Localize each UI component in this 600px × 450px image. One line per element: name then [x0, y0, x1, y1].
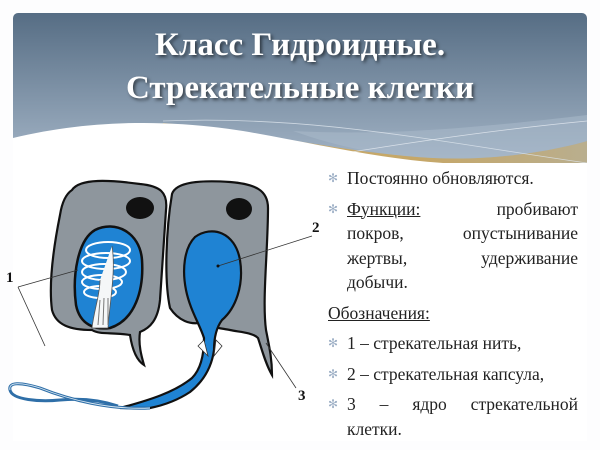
label-3: 3 [298, 388, 306, 404]
bullet-star-icon: ✻ [328, 171, 339, 185]
legend-word: стрекательной [470, 394, 578, 414]
slide-body-text: ✻ Постоянно обновляются. ✻ Функции: проб… [328, 166, 578, 447]
functions-text-1: пробивают [496, 198, 578, 219]
legend-word: – [379, 394, 389, 414]
bullet-star-icon: ✻ [328, 201, 339, 216]
functions-line-4: добычи. [347, 272, 408, 292]
bullet-text: Постоянно обновляются. [347, 168, 534, 188]
functions-line-3: жертвы, удерживание [347, 246, 578, 271]
page-title: Класс Гидроидные. Стрекательные клетки [13, 24, 587, 110]
legend-item-1: ✻ 1 – стрекательная нить, [328, 331, 578, 356]
functions-word: опустынивание [462, 223, 578, 243]
functions-line-2: покров, опустынивание [347, 221, 578, 246]
legend-3-line-1: 3 – ядро стрекательной [347, 392, 578, 417]
bullet-star-icon: ✻ [328, 336, 339, 350]
bullet-star-icon: ✻ [328, 366, 339, 381]
functions-word: удерживание [481, 247, 578, 268]
functions-line-1: Функции: пробивают [347, 197, 578, 222]
functions-word: покров, [347, 223, 404, 243]
legend-heading: Обозначения: [328, 302, 430, 323]
label-1: 1 [6, 270, 14, 286]
title-banner [13, 13, 587, 163]
legend-3-line-2: клетки. [347, 418, 402, 439]
legend-item-3: ✻ 3 – ядро стрекательной клетки. [328, 392, 578, 441]
bullet-item-functions: ✻ Функции: пробивают покров, опустыниван… [328, 197, 578, 295]
title-line-2: Стрекательные клетки [125, 70, 475, 106]
legend-word: ядро [412, 394, 447, 414]
functions-word: жертвы, [347, 247, 408, 268]
legend-text: 2 – стрекательная капсула, [347, 363, 545, 384]
label-2: 2 [312, 220, 320, 236]
banner-background [13, 13, 587, 163]
legend-word: 3 [347, 394, 356, 414]
cnidocyte-diagram: 1 2 3 [0, 160, 330, 420]
bullet-item: ✻ Постоянно обновляются. [328, 166, 578, 191]
bullet-star-icon: ✻ [328, 397, 339, 411]
functions-label: Функции: [347, 198, 421, 219]
legend-item-2: ✻ 2 – стрекательная капсула, [328, 362, 578, 387]
legend-text: 1 – стрекательная нить, [347, 333, 522, 353]
title-line-1: Класс Гидроидные. [154, 27, 446, 63]
cnidocyte-illustration [8, 179, 313, 410]
